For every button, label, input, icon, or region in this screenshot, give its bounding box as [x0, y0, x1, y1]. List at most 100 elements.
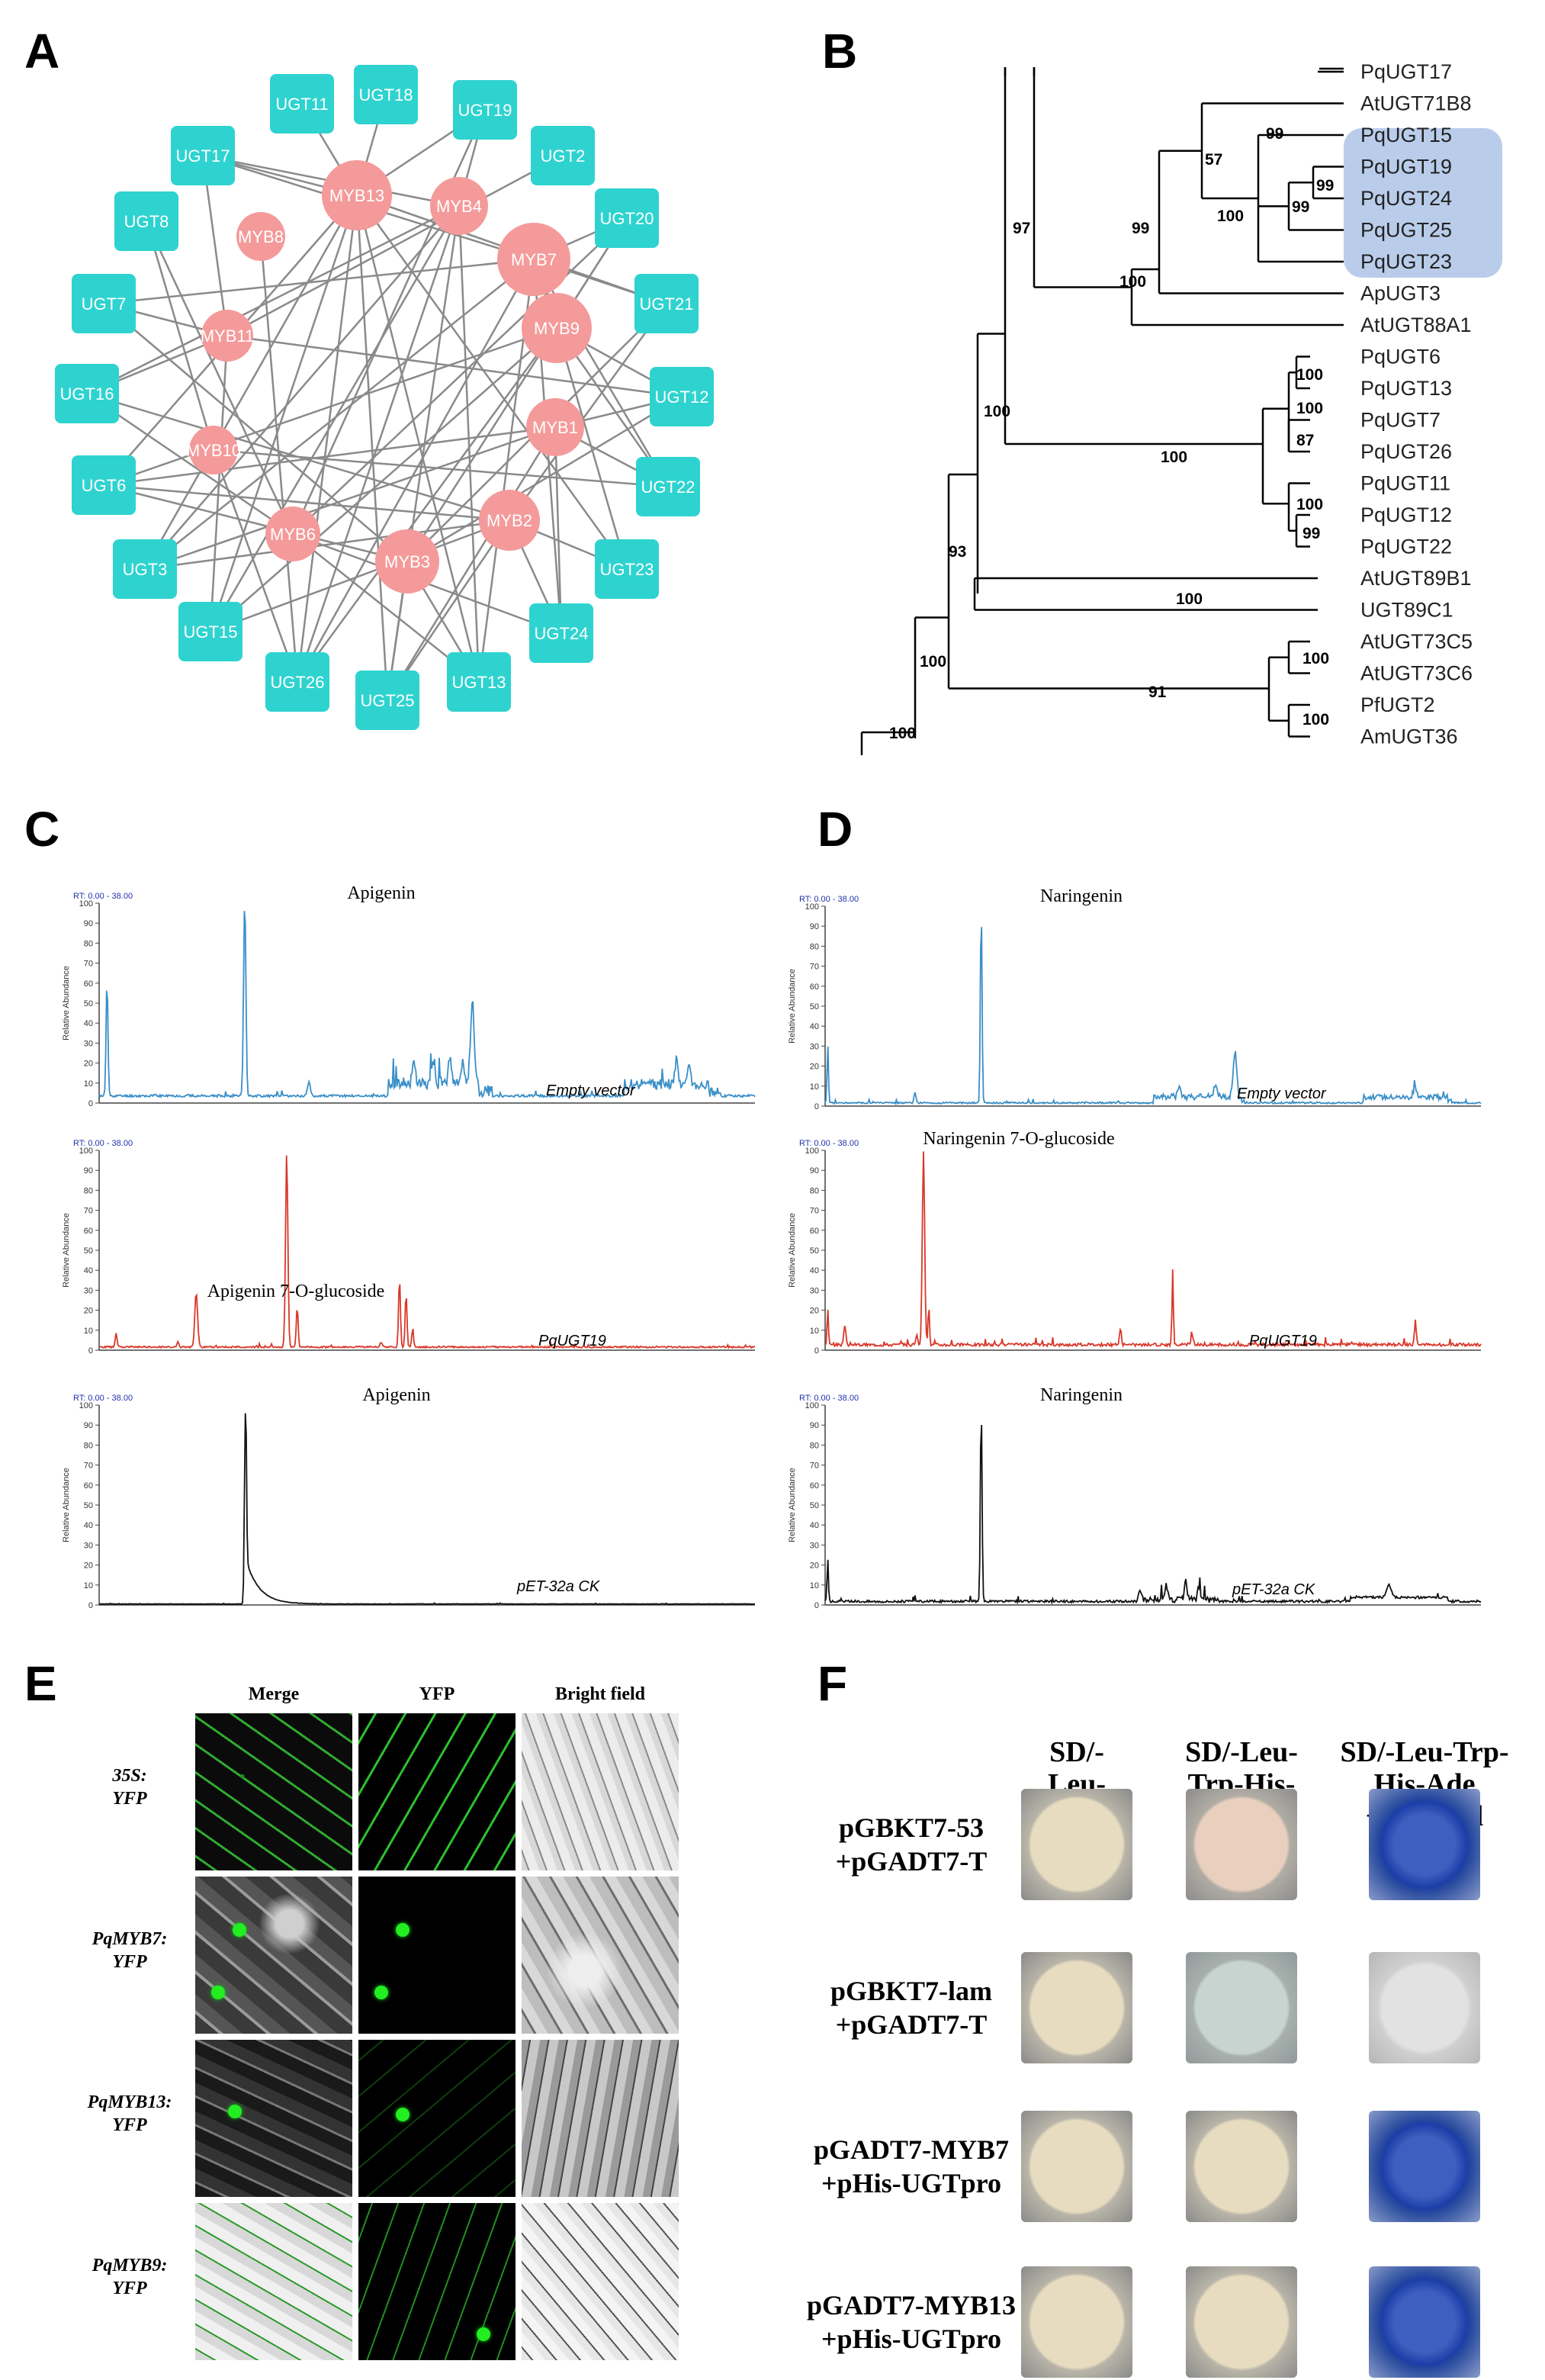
sample-label: pET-32a CK	[1232, 1581, 1316, 1598]
ugt-node-label: UGT25	[361, 691, 415, 710]
myb-node-label: MYB4	[436, 197, 482, 216]
y-tick-label: 40	[810, 1521, 819, 1530]
yeast-construct-label: pGADT7-MYB13+pHis-UGTpro	[785, 2288, 1037, 2356]
myb-node-label: MYB9	[534, 319, 580, 338]
y-tick-label: 90	[810, 922, 819, 931]
tree-leaf-label: PqUGT6	[1360, 346, 1441, 368]
bootstrap-value: 99	[1316, 177, 1334, 195]
y-tick-label: 80	[810, 1441, 819, 1450]
sample-label: Empty vector	[546, 1082, 636, 1099]
panel-label-f: F	[817, 1656, 848, 1711]
ugt-node: UGT6	[72, 455, 136, 515]
ugt-node: UGT11	[270, 74, 334, 133]
y-tick-label: 90	[810, 1166, 819, 1176]
yeast-colony-spot	[1021, 2111, 1132, 2222]
network-edge	[86, 392, 294, 536]
yeast-colony-spot	[1369, 1789, 1480, 1900]
y-tick-label: 40	[84, 1266, 93, 1275]
ugt-node-label: UGT17	[176, 146, 230, 166]
ugt-node-label: UGT20	[600, 209, 654, 228]
tree-leaf-label: AtUGT88A1	[1360, 314, 1472, 336]
rt-range-label: RT: 0.00 - 38.00	[73, 1394, 133, 1403]
y-tick-label: 30	[810, 1541, 819, 1550]
tree-leaf-label: PfUGT2	[1360, 693, 1435, 716]
micro-row-label: 35S:YFP	[84, 1764, 175, 1810]
y-tick-label: 70	[810, 1207, 819, 1216]
yeast-colony-spot	[1369, 1952, 1480, 2063]
myb-node: MYB7	[497, 223, 570, 296]
micro-image-tile	[358, 2203, 516, 2360]
y-tick-label: 40	[84, 1019, 93, 1028]
tree-leaf-label: AtUGT73C5	[1360, 630, 1473, 653]
tree-leaf-label: PqUGT19	[1360, 156, 1452, 178]
tree-highlight-box	[1344, 128, 1502, 278]
tree-leaf-label: PqUGT23	[1360, 250, 1452, 273]
micro-row-label-line: PqMYB7:	[92, 1929, 168, 1949]
y-tick-label: 0	[814, 1601, 819, 1610]
chromatogram-panel: RT: 0.00 - 38.001009080706050403020100Re…	[62, 1139, 756, 1356]
y-tick-label: 20	[84, 1561, 93, 1571]
chromatograms: RT: 0.00 - 38.001009080706050403020100Re…	[62, 883, 1482, 1610]
ugt-node: UGT19	[453, 80, 517, 140]
nucleus-signal	[477, 2327, 490, 2341]
network-edge	[86, 204, 460, 395]
panel-label-e: E	[24, 1656, 57, 1711]
myb-node: MYB13	[322, 160, 392, 230]
tree-leaf-label: PqUGT15	[1360, 124, 1452, 146]
network-edge	[355, 195, 389, 701]
y-tick-label: 100	[79, 1147, 93, 1156]
network-edge	[201, 155, 229, 336]
micro-image-tile	[195, 2203, 352, 2360]
micro-row-label-line: PqMYB9:	[92, 2256, 168, 2275]
y-tick-label: 30	[84, 1039, 93, 1048]
micro-column-header: Bright field	[555, 1684, 645, 1704]
network-edge	[143, 195, 358, 570]
chromatogram-trace	[98, 1155, 756, 1350]
ugt-node-label: UGT16	[60, 384, 114, 404]
ugt-node: UGT7	[72, 274, 136, 333]
myb-node-label: MYB10	[186, 441, 241, 460]
chromatogram-panel: RT: 0.00 - 38.001009080706050403020100Re…	[788, 1385, 1482, 1610]
y-tick-label: 50	[84, 1246, 93, 1256]
y-tick-label: 20	[810, 1063, 819, 1072]
rt-range-label: RT: 0.00 - 38.00	[799, 1139, 859, 1148]
ugt-node: UGT25	[355, 671, 419, 730]
yeast-colony-spot	[1369, 2266, 1480, 2378]
tree-leaf-label: AtUGT73C6	[1360, 662, 1473, 685]
y-tick-label: 90	[84, 919, 93, 928]
micro-row-label-line: YFP	[112, 1789, 147, 1809]
network-edge	[144, 519, 510, 571]
panel-label-b: B	[822, 24, 858, 79]
network-edge	[296, 205, 461, 683]
micro-image-tile	[522, 2040, 679, 2197]
y-axis-label: Relative Abundance	[788, 969, 797, 1044]
ugt-node-label: UGT23	[600, 560, 654, 579]
ugt-node: UGT15	[178, 602, 243, 661]
myb-node: MYB6	[265, 507, 320, 561]
rt-range-label: RT: 0.00 - 38.00	[73, 892, 133, 901]
bootstrap-value: 57	[1205, 151, 1222, 169]
myb-node: MYB10	[186, 426, 241, 474]
micro-image-tile	[522, 1877, 679, 2034]
micro-image-tile	[195, 1877, 352, 2034]
bootstrap-value: 100	[1176, 590, 1203, 608]
ugt-node: UGT23	[595, 539, 659, 599]
nucleus-signal	[374, 1986, 388, 1999]
bootstrap-value: 100	[920, 653, 946, 671]
y-tick-label: 10	[84, 1079, 93, 1089]
bootstrap-value: 100	[1217, 207, 1244, 225]
network-edge	[226, 334, 683, 398]
micro-column-header: YFP	[419, 1684, 455, 1704]
tree-leaf-label: PqUGT25	[1360, 219, 1452, 242]
tree-leaf-label: AmUGT36	[1360, 725, 1458, 748]
myb-node-label: MYB1	[532, 418, 578, 437]
yeast-construct-label-line: +pGADT7-T	[835, 2009, 988, 2040]
yeast-colony-spot	[1021, 1952, 1132, 2063]
ugt-node-label: UGT13	[452, 673, 506, 692]
y-tick-label: 50	[810, 1501, 819, 1510]
tree-leaf-label: PqUGT13	[1360, 377, 1452, 400]
tree-leaf-label: PqUGT17	[1360, 60, 1452, 83]
bootstrap-value: 93	[949, 543, 966, 561]
yeast-medium-header-line: SD/-Leu-Trp-	[1340, 1736, 1509, 1768]
